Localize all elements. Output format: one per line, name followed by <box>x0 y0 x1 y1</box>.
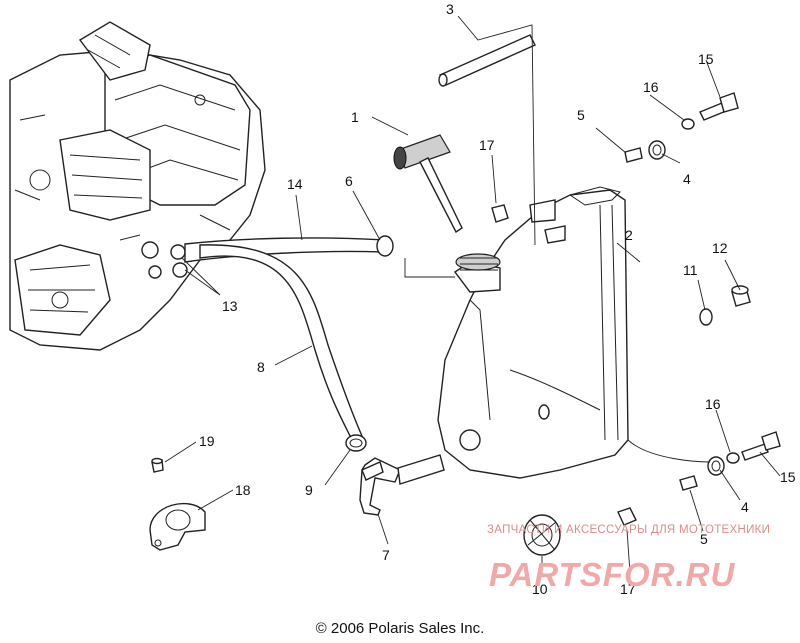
part-16-washer-upper <box>681 118 695 130</box>
part-4-grommet-upper <box>648 140 666 160</box>
copyright-notice: © 2006 Polaris Sales Inc. <box>315 620 485 637</box>
callout-5-upper: 5 <box>577 107 585 123</box>
callout-11: 11 <box>683 262 698 278</box>
part-16-washer-lower <box>726 452 740 464</box>
callout-labels: 1 2 3 4 4 5 5 6 7 8 9 10 11 12 13 14 15 … <box>199 1 796 597</box>
part-15-bolt-upper <box>699 92 739 121</box>
part-5-spacer-upper <box>624 147 643 163</box>
callout-19: 19 <box>199 433 215 449</box>
part-6-clamp <box>376 235 394 257</box>
part-17-nut-upper <box>491 204 509 223</box>
part-17-nut-lower <box>617 507 637 526</box>
part-5-spacer-lower <box>679 475 698 491</box>
part-2-oil-tank <box>437 186 629 479</box>
callout-18: 18 <box>235 482 251 498</box>
callout-17-upper: 17 <box>479 137 495 153</box>
callout-5-lower: 5 <box>700 531 708 547</box>
part-11-washer <box>699 308 713 326</box>
part-7-elbow-fitting <box>359 454 445 516</box>
callout-4-lower: 4 <box>741 499 749 515</box>
callout-9: 9 <box>305 482 313 498</box>
callout-16-upper: 16 <box>643 79 659 95</box>
part-1-dipstick <box>393 134 463 234</box>
part-9-hose-clamp <box>345 434 367 452</box>
leader-lines <box>164 15 781 575</box>
callout-1: 1 <box>351 109 359 125</box>
part-15-bolt-lower <box>741 431 781 461</box>
callout-15-upper: 15 <box>698 51 714 67</box>
callout-2: 2 <box>625 227 633 243</box>
part-10-grommet <box>523 514 561 556</box>
part-3-rod <box>438 34 536 87</box>
watermark-subtitle: ЗАПЧАСТИ И АКСЕССУАРЫ ДЛЯ МОТОТЕХНИКИ <box>487 524 771 536</box>
callout-16-lower: 16 <box>705 396 721 412</box>
callout-6: 6 <box>345 173 353 189</box>
callout-3: 3 <box>446 1 454 17</box>
watermark-logo: PARTSFOR.RU <box>489 556 736 593</box>
callout-14: 14 <box>287 176 303 192</box>
callout-4-upper: 4 <box>683 171 691 187</box>
callout-13: 13 <box>222 298 238 314</box>
engine-illustration <box>9 21 266 351</box>
part-19-plug <box>151 457 164 473</box>
callout-17-lower: 17 <box>620 581 636 597</box>
callout-7: 7 <box>382 547 390 563</box>
part-18-clamp-bracket <box>149 502 206 551</box>
callout-15-lower: 15 <box>780 469 796 485</box>
hose-8-oil-line <box>199 244 363 441</box>
part-12-drain-plug <box>731 285 751 307</box>
callout-12: 12 <box>712 240 728 256</box>
callout-10: 10 <box>532 581 548 597</box>
callout-8: 8 <box>257 359 265 375</box>
